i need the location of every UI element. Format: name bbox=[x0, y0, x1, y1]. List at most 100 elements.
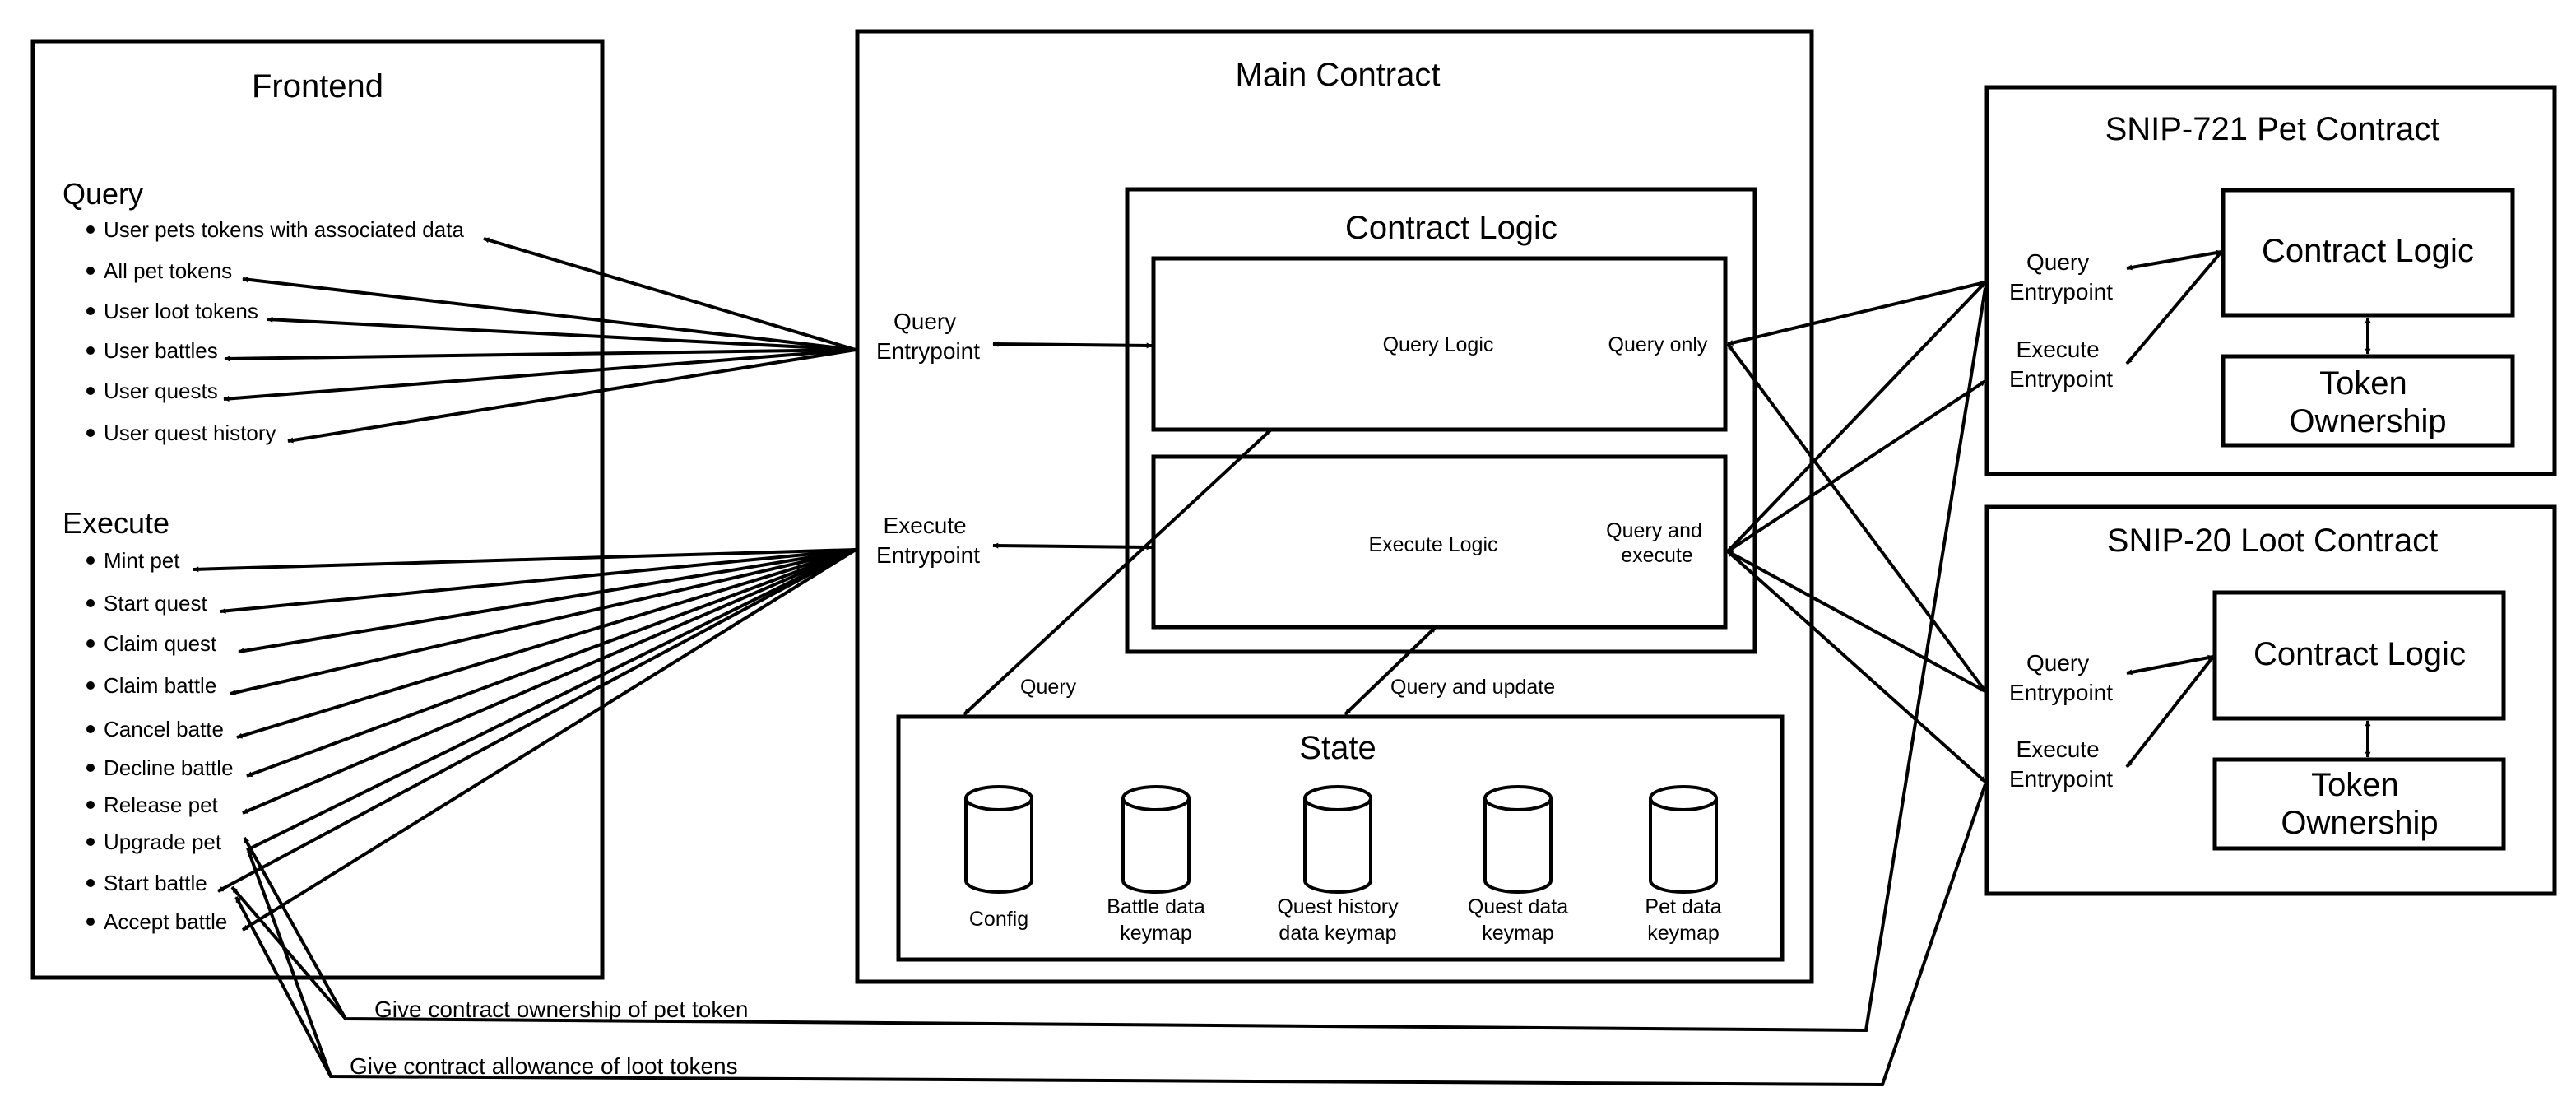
pet-query-logic-arrow bbox=[2126, 249, 2222, 271]
query-arrow bbox=[224, 348, 856, 362]
execute-to-pet-query-arrow bbox=[1726, 281, 1987, 553]
list-item: Cancel batte bbox=[104, 717, 224, 741]
database-icon bbox=[1649, 785, 1718, 894]
execute-arrow bbox=[193, 548, 856, 573]
allowance-branch-arrow bbox=[247, 850, 332, 1077]
execute-arrow bbox=[217, 548, 856, 893]
bullet-dot bbox=[86, 599, 95, 607]
bullet-dot bbox=[86, 267, 95, 275]
ownership-flow-arrow bbox=[243, 287, 1987, 1033]
main-query-entrypoint: Query Entrypoint bbox=[876, 309, 980, 364]
bullet-dot bbox=[86, 346, 95, 355]
pet-query-entrypoint: Query Entrypoint bbox=[2009, 249, 2113, 304]
list-item: Start battle bbox=[104, 871, 207, 895]
main-execute-entrypoint: Execute Entrypoint bbox=[876, 513, 980, 568]
query-arrow-label: Query bbox=[1020, 676, 1077, 699]
pet-execute-logic-arrow bbox=[2125, 250, 2223, 365]
execute-arrow bbox=[238, 548, 856, 654]
list-item: Decline battle bbox=[104, 755, 234, 780]
bullet-dot bbox=[86, 225, 95, 234]
bullet-dot bbox=[86, 387, 95, 395]
loot-contract-title: SNIP-20 Loot Contract bbox=[2107, 523, 2438, 559]
state-title: State bbox=[1299, 730, 1376, 766]
pet-contract-logic-box bbox=[2221, 188, 2515, 318]
pet-execute-entrypoint: Execute Entrypoint bbox=[2009, 337, 2113, 392]
query-update-state-arrow bbox=[1344, 625, 1437, 716]
pet-contract-box bbox=[1984, 85, 2557, 476]
contract-logic-title: Contract Logic bbox=[1345, 210, 1557, 246]
execute-to-pet-execute-arrow bbox=[1726, 379, 1987, 553]
execute-arrow bbox=[246, 548, 856, 852]
bullet-dot bbox=[86, 681, 95, 690]
bullet-dot bbox=[86, 307, 95, 315]
list-item: User loot tokens bbox=[104, 299, 258, 323]
query-entry-logic-arrow bbox=[992, 341, 1153, 349]
execute-entry-logic-arrow bbox=[992, 542, 1153, 551]
connector-arrows bbox=[193, 237, 2371, 1087]
list-item: Accept battle bbox=[104, 909, 227, 934]
pet-contract-title: SNIP-721 Pet Contract bbox=[2105, 111, 2440, 147]
list-item: Claim battle bbox=[104, 673, 216, 698]
loot-contract-logic-label: Contract Logic bbox=[2253, 636, 2466, 672]
query-logic-label: Query Logic bbox=[1383, 333, 1494, 356]
database-icon bbox=[1303, 785, 1372, 894]
query-arrow bbox=[223, 348, 856, 402]
list-item: User battles bbox=[104, 338, 218, 363]
query-heading: Query bbox=[63, 177, 143, 211]
list-item: Claim quest bbox=[104, 631, 217, 656]
loot-query-entrypoint: Query Entrypoint bbox=[2009, 650, 2113, 705]
loot-contract-logic-box bbox=[2212, 590, 2506, 721]
pet-contract-logic-label: Contract Logic bbox=[2262, 233, 2474, 269]
main-contract-panel: Main Contract Query Entrypoint Execute E… bbox=[855, 29, 1814, 984]
execute-logic-label: Execute Logic bbox=[1368, 533, 1497, 556]
list-item: User quests bbox=[104, 379, 218, 403]
execute-arrow bbox=[236, 548, 856, 739]
loot-token-ownership-box bbox=[2212, 757, 2506, 851]
pet-token-ownership-label: Token Ownership bbox=[2289, 365, 2446, 439]
allowance-flow-label: Give contract allowance of loot tokens bbox=[350, 1053, 738, 1079]
ownership-branch-arrow bbox=[230, 885, 347, 1020]
execute-arrow bbox=[230, 548, 856, 695]
list-item: Release pet bbox=[104, 792, 219, 817]
state-box bbox=[896, 714, 1785, 962]
list-item: Mint pet bbox=[104, 548, 180, 573]
bullet-dot bbox=[86, 838, 95, 846]
list-item: User pets tokens with associated data bbox=[104, 217, 464, 242]
database-icon bbox=[1483, 785, 1553, 894]
execute-arrow bbox=[241, 548, 857, 932]
bullet-dot bbox=[86, 725, 95, 733]
main-contract-title: Main Contract bbox=[1236, 57, 1441, 93]
pet-contract-panel: SNIP-721 Pet Contract Query Entrypoint E… bbox=[1984, 85, 2557, 476]
bullet-dot bbox=[86, 918, 95, 926]
bullet-dot bbox=[86, 639, 95, 648]
loot-contract-box bbox=[1984, 504, 2557, 896]
execute-arrow bbox=[220, 548, 856, 614]
pet-token-ownership-box bbox=[2221, 354, 2515, 448]
loot-execute-logic-arrow bbox=[2125, 655, 2215, 769]
query-arrow bbox=[267, 316, 856, 351]
frontend-box bbox=[30, 39, 605, 980]
bullet-dot bbox=[86, 879, 95, 887]
loot-token-ownership-label: Token Ownership bbox=[2281, 767, 2438, 841]
list-item: Upgrade pet bbox=[104, 830, 222, 854]
database-icon bbox=[964, 785, 1033, 894]
store-label: Config bbox=[969, 908, 1028, 931]
loot-execute-entrypoint: Execute Entrypoint bbox=[2009, 737, 2113, 792]
frontend-panel: Frontend Query Execute User pets tokens … bbox=[30, 39, 605, 980]
list-item: User quest history bbox=[104, 421, 276, 445]
allowance-flow-arrow bbox=[234, 783, 1987, 1087]
execute-arrow bbox=[246, 548, 856, 778]
frontend-title: Frontend bbox=[252, 68, 383, 105]
bullet-dot bbox=[86, 764, 95, 772]
query-only-label: Query only bbox=[1608, 333, 1708, 356]
execute-heading: Execute bbox=[63, 506, 169, 540]
database-icon bbox=[1121, 785, 1191, 894]
query-arrow bbox=[242, 277, 856, 351]
ownership-flow-label: Give contract ownership of pet token bbox=[374, 997, 748, 1022]
